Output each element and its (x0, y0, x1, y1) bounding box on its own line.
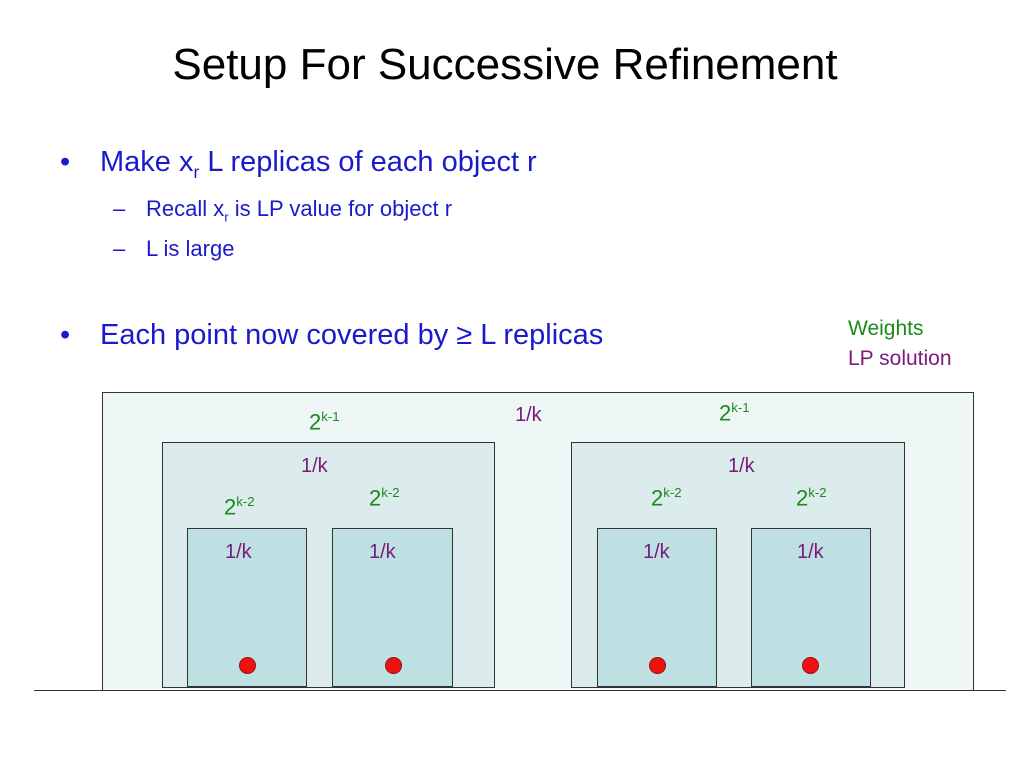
bullet-text: Make xr L replicas of each object r (100, 146, 537, 183)
outer-lp-label: 1/k (515, 404, 542, 426)
subbullet-text: Recall xr is LP value for object r (146, 196, 452, 224)
weight-exponent: k-2 (381, 485, 400, 500)
outer-weight-label: 2k-1 (719, 400, 750, 426)
subbullet-text-post: is LP value for object r (228, 196, 453, 221)
weight-exponent: k-2 (663, 485, 682, 500)
inner-1-weight-label: 2k-2 (224, 494, 255, 520)
bullet-glyph: • (60, 319, 71, 351)
slide-title: Setup For Successive Refinement (172, 40, 838, 89)
left-lp-label: 1/k (301, 455, 328, 477)
dash-glyph: – (113, 196, 126, 221)
weight-exponent: k-2 (808, 485, 827, 500)
inner-4-lp-label: 1/k (797, 541, 824, 563)
inner-3-lp-label: 1/k (643, 541, 670, 563)
weight-base: 2 (651, 485, 664, 511)
right-lp-label: 1/k (728, 455, 755, 477)
left-weight-label: 2k-1 (309, 409, 340, 435)
weight-base: 2 (309, 409, 322, 435)
subbullet-text: L is large (146, 236, 235, 261)
dash-glyph: – (113, 236, 126, 261)
baseline-divider (34, 690, 1006, 691)
inner-3-weight-label: 2k-2 (651, 485, 682, 511)
weight-base: 2 (796, 485, 809, 511)
subbullet-text-pre: Recall x (146, 196, 225, 221)
weight-exponent: k-2 (236, 494, 255, 509)
inner-1-lp-label: 1/k (225, 541, 252, 563)
weight-base: 2 (369, 485, 382, 511)
point-2 (385, 657, 402, 674)
point-4 (802, 657, 819, 674)
point-3 (649, 657, 666, 674)
weight-base: 2 (719, 400, 732, 426)
weight-base: 2 (224, 494, 237, 520)
inner-2-weight-label: 2k-2 (369, 485, 400, 511)
inner-2-lp-label: 1/k (369, 541, 396, 563)
point-1 (239, 657, 256, 674)
legend-weights: Weights (848, 317, 924, 340)
bullet-glyph: • (60, 146, 71, 178)
bullet-text: Each point now covered by ≥ L replicas (100, 319, 604, 351)
inner-4-weight-label: 2k-2 (796, 485, 827, 511)
legend-lp-solution: LP solution (848, 347, 952, 370)
weight-exponent: k-1 (731, 400, 750, 415)
subscript-r: r (224, 209, 229, 225)
subscript-r: r (193, 161, 200, 182)
bullet-text-post: L replicas of each object r (199, 146, 537, 178)
weight-exponent: k-1 (321, 409, 340, 424)
bullet-text-pre: Make x (100, 146, 194, 178)
